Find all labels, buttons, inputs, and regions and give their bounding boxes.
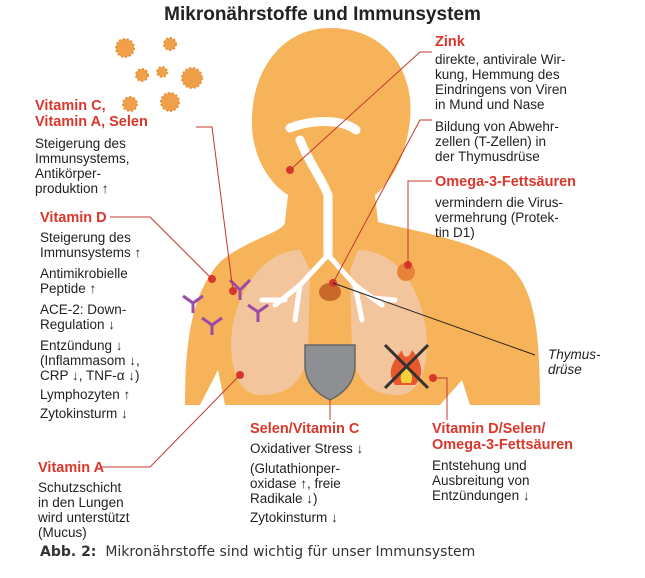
virus-icon <box>181 67 203 89</box>
vitamin-c-heading: Vitamin C, Vitamin A, Selen <box>35 98 148 130</box>
left-lung <box>231 250 310 395</box>
vitamin-d-item: Lymphozyten ↑ <box>40 387 131 402</box>
selen-vitamin-c-item: (Glutathionper- oxidase ↑, freie Radikal… <box>250 461 341 506</box>
figure-caption: Abb. 2: Mikronährstoffe sind wichtig für… <box>40 544 475 560</box>
omega3-text: vermindern die Virus- vermehrung (Protek… <box>435 195 564 240</box>
vitamin-a-heading: Vitamin A <box>38 460 105 476</box>
virus-icon <box>122 96 138 112</box>
zink-item: direkte, antivirale Wir- kung, Hemmung d… <box>435 52 567 112</box>
diagram-title: Mikronährstoffe und Immunsystem <box>164 4 481 25</box>
zink-item: Bildung von Abwehr- zellen (T-Zellen) in… <box>435 119 559 164</box>
vitamin-d-item: Steigerung des Immunsystems ↑ <box>40 230 142 260</box>
vitamin-c-text: Steigerung des Immunsystems, Antikörper-… <box>35 136 130 196</box>
thymus-icon <box>319 283 341 301</box>
thymus-leader-line <box>332 282 536 356</box>
leader-lines <box>100 51 448 468</box>
crossed-fire-icon <box>383 343 430 390</box>
vitamin-d-selen-heading: Vitamin D/Selen/ Omega-3-Fettsäuren <box>432 421 574 453</box>
virus-icon <box>115 38 135 58</box>
virus-icon <box>163 37 177 51</box>
selen-vitamin-c-item: Zytokinsturm ↓ <box>250 510 338 525</box>
thymus-label: Thymus- drüse <box>548 347 601 377</box>
vitamin-d-item: Antimikrobielle Peptide ↑ <box>40 266 128 296</box>
vitamin-d-item: ACE-2: Down- Regulation ↓ <box>40 302 127 332</box>
shield-icon <box>304 344 356 401</box>
bronchi <box>259 252 398 323</box>
caption-text: Mikronährstoffe sind wichtig für unser I… <box>96 544 476 560</box>
virus-icons <box>115 37 203 112</box>
virus-icon <box>160 92 180 112</box>
zink-heading: Zink <box>435 34 465 50</box>
vitamin-d-item: Zytokinsturm ↓ <box>40 406 128 421</box>
vitamin-a-text: Schutzschicht in den Lungen wird unterst… <box>38 480 130 540</box>
omega3-heading: Omega-3-Fettsäuren <box>435 174 577 190</box>
antibody-icons <box>182 278 269 335</box>
caption-label: Abb. 2: <box>40 544 97 560</box>
selen-vitamin-c-heading: Selen/Vitamin C <box>250 421 360 437</box>
selen-vitamin-c-item: Oxidativer Stress ↓ <box>250 441 364 456</box>
vitamin-d-selen-text: Entstehung und Ausbreitung von Entzündun… <box>432 458 530 503</box>
airway <box>285 117 361 260</box>
vitamin-d-item: Entzündung ↓ (Inflammasom ↓, CRP ↓, TNF-… <box>40 338 140 383</box>
virus-icon <box>135 68 149 82</box>
virus-icon <box>156 66 168 78</box>
vitamin-d-heading: Vitamin D <box>40 210 107 226</box>
